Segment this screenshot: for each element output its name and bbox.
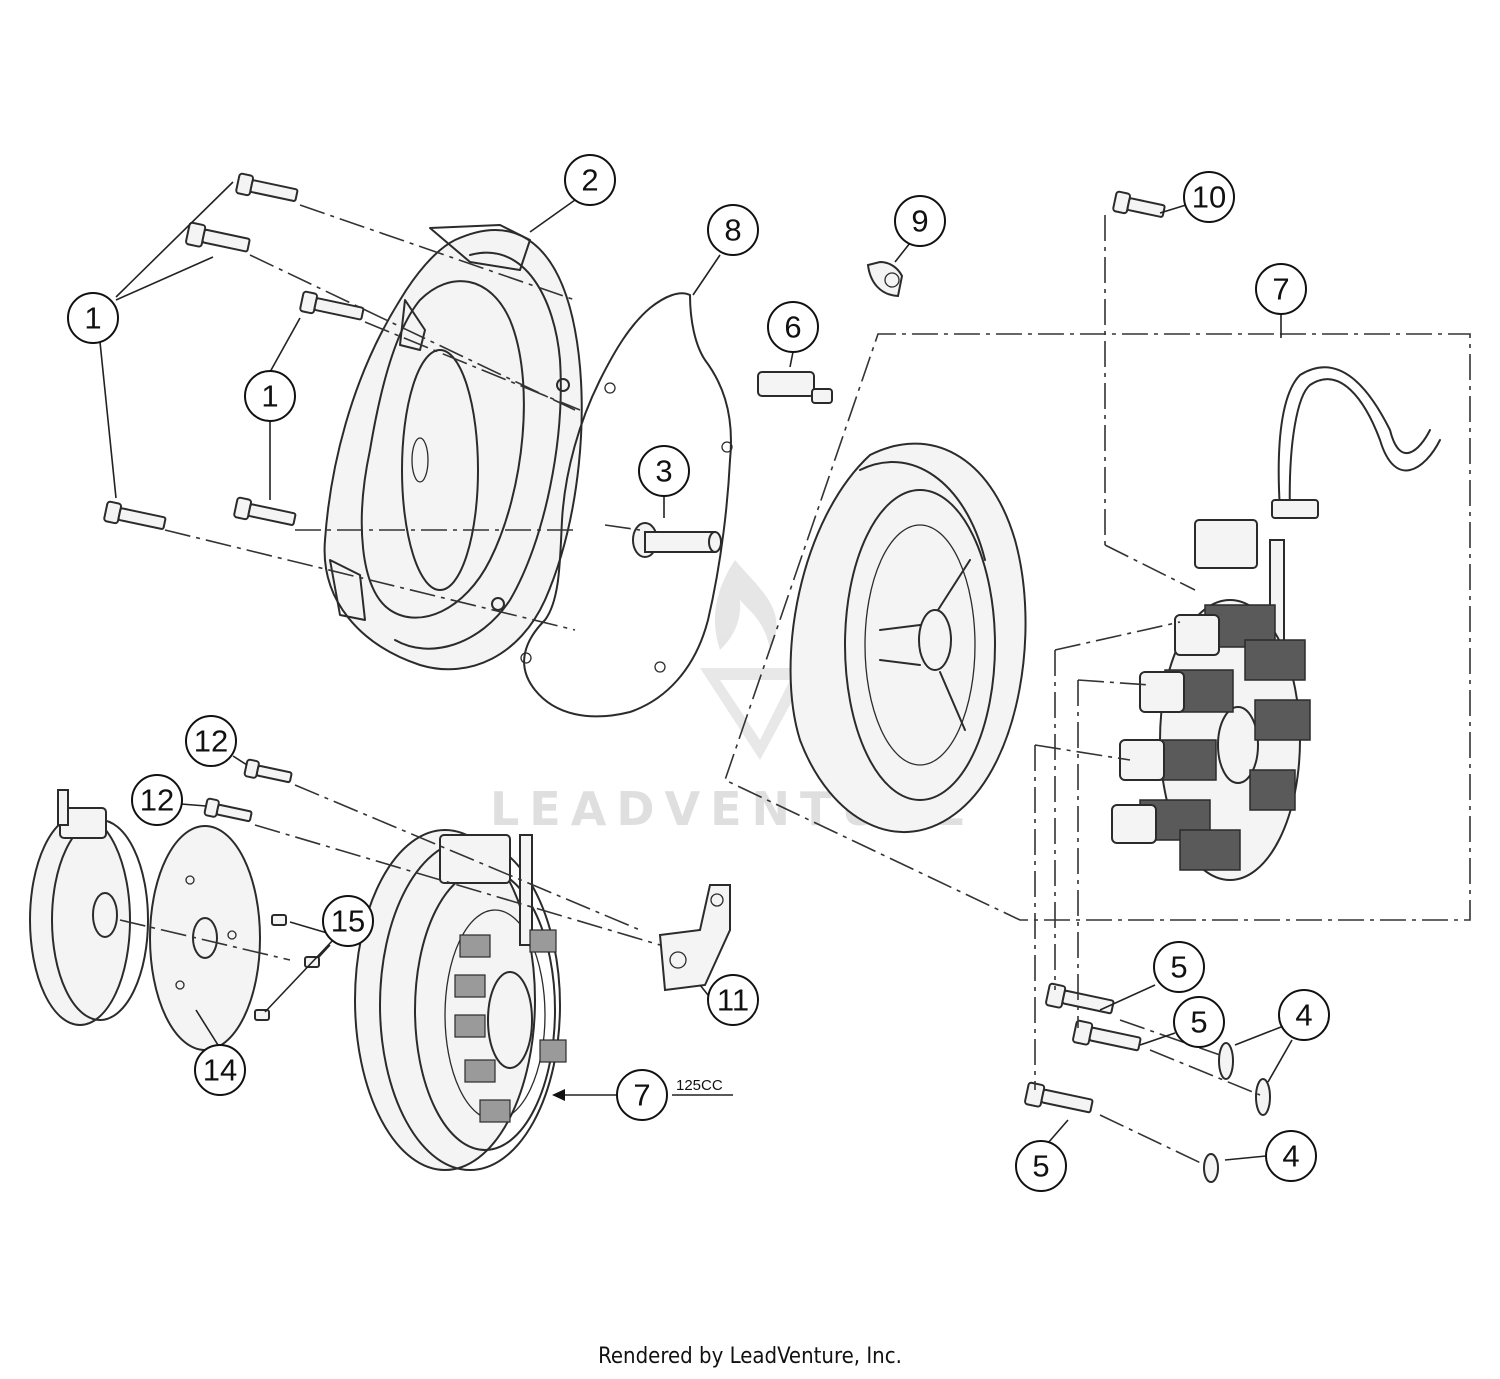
leader-lines: [99, 181, 1293, 1161]
washer-group-4: [1203, 1042, 1271, 1183]
callout-3: 3: [638, 445, 690, 497]
svg-text:7: 7: [1272, 272, 1289, 307]
shaft: [632, 522, 722, 558]
screw-group-15: [254, 914, 320, 1021]
svg-text:9: 9: [911, 204, 928, 239]
stator-upper: [1111, 366, 1441, 881]
svg-text:11: 11: [717, 983, 749, 1018]
svg-text:6: 6: [784, 310, 801, 345]
svg-text:1: 1: [84, 301, 101, 336]
plate: [149, 825, 261, 1051]
callout-15: 15: [322, 895, 374, 947]
svg-text:4: 4: [1282, 1139, 1299, 1174]
callout-5b: 5: [1173, 996, 1225, 1048]
callout-12b: 12: [131, 774, 183, 826]
svg-text:1: 1: [261, 379, 278, 414]
callout-5a: 5: [1153, 941, 1205, 993]
callout-5c: 5: [1015, 1140, 1067, 1192]
callout-6: 6: [767, 301, 819, 353]
variant-label: 125CC: [676, 1077, 723, 1094]
svg-text:7: 7: [633, 1078, 650, 1113]
callout-1a: 1: [67, 292, 119, 344]
stator-poles: [1111, 604, 1311, 871]
svg-text:5: 5: [1170, 950, 1187, 985]
svg-text:8: 8: [724, 213, 741, 248]
callout-7b: 7: [616, 1069, 668, 1121]
callout-14: 14: [194, 1044, 246, 1096]
callouts: 1 1 2 3 4 4 5 5 5 6 7 7 8 9 10 11 12 12 …: [67, 154, 1330, 1192]
stator-125cc: [354, 829, 567, 1171]
small-rotor: [29, 789, 149, 1026]
recoil-cover: [323, 224, 583, 671]
stator-assembly-frame: [724, 333, 1471, 921]
gasket: [520, 292, 733, 718]
svg-text:12: 12: [194, 724, 228, 759]
callout-4b: 4: [1265, 1130, 1317, 1182]
callout-7a: 7: [1255, 263, 1307, 315]
svg-text:2: 2: [581, 163, 598, 198]
footer-credit: Rendered by LeadVenture, Inc.: [598, 1344, 902, 1369]
callout-1b: 1: [244, 370, 296, 422]
flywheel: [789, 442, 1027, 834]
bolt-10: [1112, 190, 1166, 218]
bolt-group-5: [1024, 982, 1142, 1114]
callout-9: 9: [894, 195, 946, 247]
assembly-lines: [119, 204, 1261, 1166]
svg-text:12: 12: [140, 783, 174, 818]
bolt-group-12: [203, 758, 293, 823]
bolt-group-1: [103, 172, 365, 530]
svg-text:4: 4: [1295, 998, 1312, 1033]
stator-125cc-poles: [454, 929, 567, 1123]
svg-text:10: 10: [1192, 180, 1226, 215]
callout-10: 10: [1183, 171, 1235, 223]
svg-text:14: 14: [203, 1053, 237, 1088]
callout-11: 11: [707, 974, 759, 1026]
callout-2: 2: [564, 154, 616, 206]
wire-clip: [866, 260, 904, 298]
dowel-pin: [757, 371, 833, 404]
callout-12a: 12: [185, 715, 237, 767]
bracket: [658, 884, 731, 992]
callout-8: 8: [707, 204, 759, 256]
callout-4a: 4: [1278, 989, 1330, 1041]
svg-text:5: 5: [1032, 1149, 1049, 1184]
svg-text:5: 5: [1190, 1005, 1207, 1040]
svg-text:3: 3: [655, 454, 672, 489]
svg-text:15: 15: [331, 904, 365, 939]
